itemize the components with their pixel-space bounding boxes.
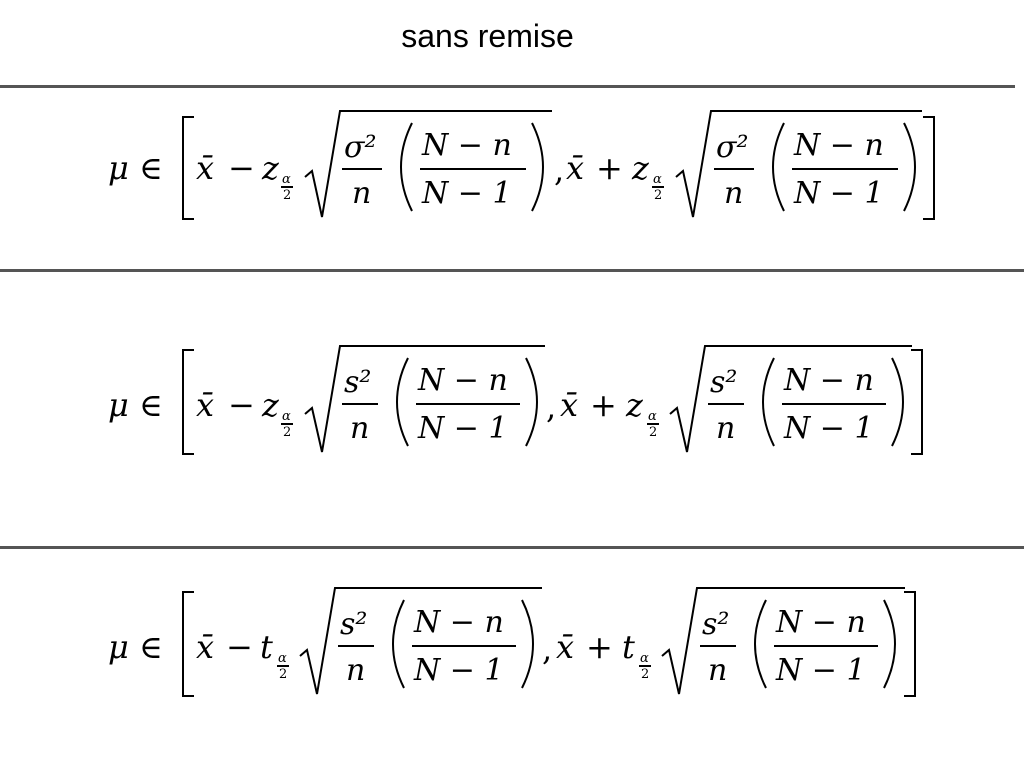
fpc-num: N − n [775,605,866,640]
fpc-den: N − 1 [793,176,884,211]
fpc-num: N − n [413,605,504,640]
fpc-den: N − 1 [417,411,508,446]
left-bracket [182,591,194,697]
formula-2: μ ∈ x̄ − z α 2 s² n N − n N − 1 , x̄ + z… [0,338,1024,463]
xbar: x̄ [196,628,214,666]
subscript-den: 2 [654,188,662,203]
divider [0,546,1024,549]
variance-den: n [346,653,365,688]
fpc-den: N − 1 [783,411,874,446]
critical-value: t [260,628,273,666]
formula-lhs: μ ∈ [108,628,163,666]
sqrt-sign [669,345,912,453]
left-bracket [182,116,194,220]
page-title: sans remise [401,18,574,54]
formula-3: μ ∈ x̄ − t α 2 s² n N − n N − 1 , x̄ + t… [0,582,1024,707]
subscript-den: 2 [641,667,649,682]
right-paren [883,599,896,689]
variance-num: s² [702,607,729,642]
sqrt-sign [304,345,545,453]
fpc-den: N − 1 [413,653,504,688]
comma: , [542,630,552,668]
subscript-num: α [282,409,291,424]
left-paren [762,357,775,447]
variance-den: n [716,411,735,446]
right-paren [531,122,544,212]
divider [0,85,1015,88]
critical-value: t [622,628,635,666]
xbar: x̄ [556,628,574,666]
formula-lhs: μ ∈ [108,386,163,424]
minus-sign: − [228,386,255,424]
subscript-num: α [640,651,649,666]
variance-den: n [724,176,743,211]
xbar: x̄ [566,149,584,187]
xbar: x̄ [560,386,578,424]
subscript-num: α [278,651,287,666]
left-paren [400,122,413,212]
subscript-num: α [653,172,662,187]
right-paren [903,122,916,212]
variance-den: n [708,653,727,688]
subscript-den: 2 [283,188,291,203]
formula-1: μ ∈ x̄ − z α 2 σ² n N − n N − 1 , x̄ + z… [0,105,1024,230]
subscript-den: 2 [649,425,657,440]
variance-num: s² [344,365,371,400]
fpc-den: N − 1 [421,176,512,211]
variance-den: n [352,176,371,211]
variance-den: n [350,411,369,446]
comma: , [554,151,564,189]
plus-sign: + [596,149,623,187]
sqrt-sign [299,587,542,695]
right-bracket [911,349,923,455]
variance-num: σ² [716,130,749,165]
sqrt-sign [661,587,905,695]
fpc-num: N − n [783,363,874,398]
comma: , [546,388,556,426]
fpc-num: N − n [421,128,512,163]
left-paren [396,357,409,447]
critical-value: z [261,386,280,424]
subscript-num: α [648,409,657,424]
minus-sign: − [228,149,255,187]
right-paren [525,357,538,447]
plus-sign: + [586,628,613,666]
fpc-den: N − 1 [775,653,866,688]
variance-num: s² [710,365,737,400]
right-paren [891,357,904,447]
right-paren [521,599,534,689]
fpc-num: N − n [417,363,508,398]
minus-sign: − [226,628,253,666]
critical-value: z [261,149,280,187]
left-bracket [182,349,194,455]
left-paren [754,599,767,689]
right-bracket [904,591,916,697]
critical-value: z [631,149,650,187]
subscript-num: α [282,172,291,187]
variance-num: σ² [344,130,377,165]
subscript-den: 2 [279,667,287,682]
xbar: x̄ [196,386,214,424]
xbar: x̄ [196,149,214,187]
left-paren [392,599,405,689]
left-paren [772,122,785,212]
divider [0,269,1024,272]
critical-value: z [625,386,644,424]
sqrt-sign [304,110,552,218]
sqrt-sign [675,110,922,218]
formula-lhs: μ ∈ [108,149,163,187]
right-bracket [923,116,935,220]
fpc-num: N − n [793,128,884,163]
variance-num: s² [340,607,367,642]
plus-sign: + [590,386,617,424]
subscript-den: 2 [283,425,291,440]
